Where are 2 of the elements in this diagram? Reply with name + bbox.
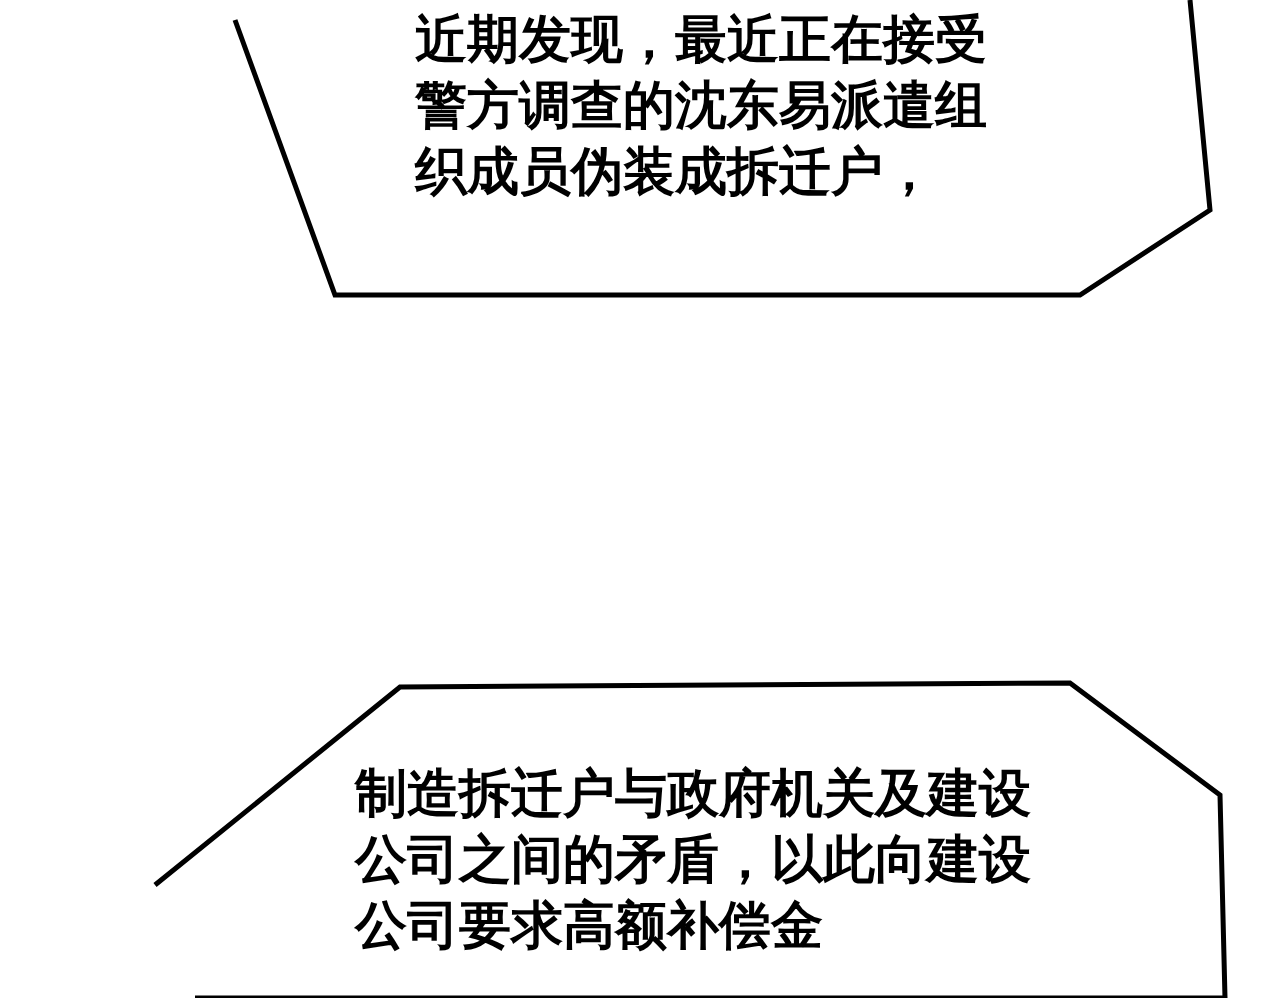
speech-text: 近期发现，最近正在接受警方调查的沈东易派遣组织成员伪装成拆迁户， xyxy=(415,8,988,203)
speech-text: 制造拆迁户与政府机关及建设公司之间的矛盾，以此向建设公司要求高额补偿金 xyxy=(355,762,1032,957)
